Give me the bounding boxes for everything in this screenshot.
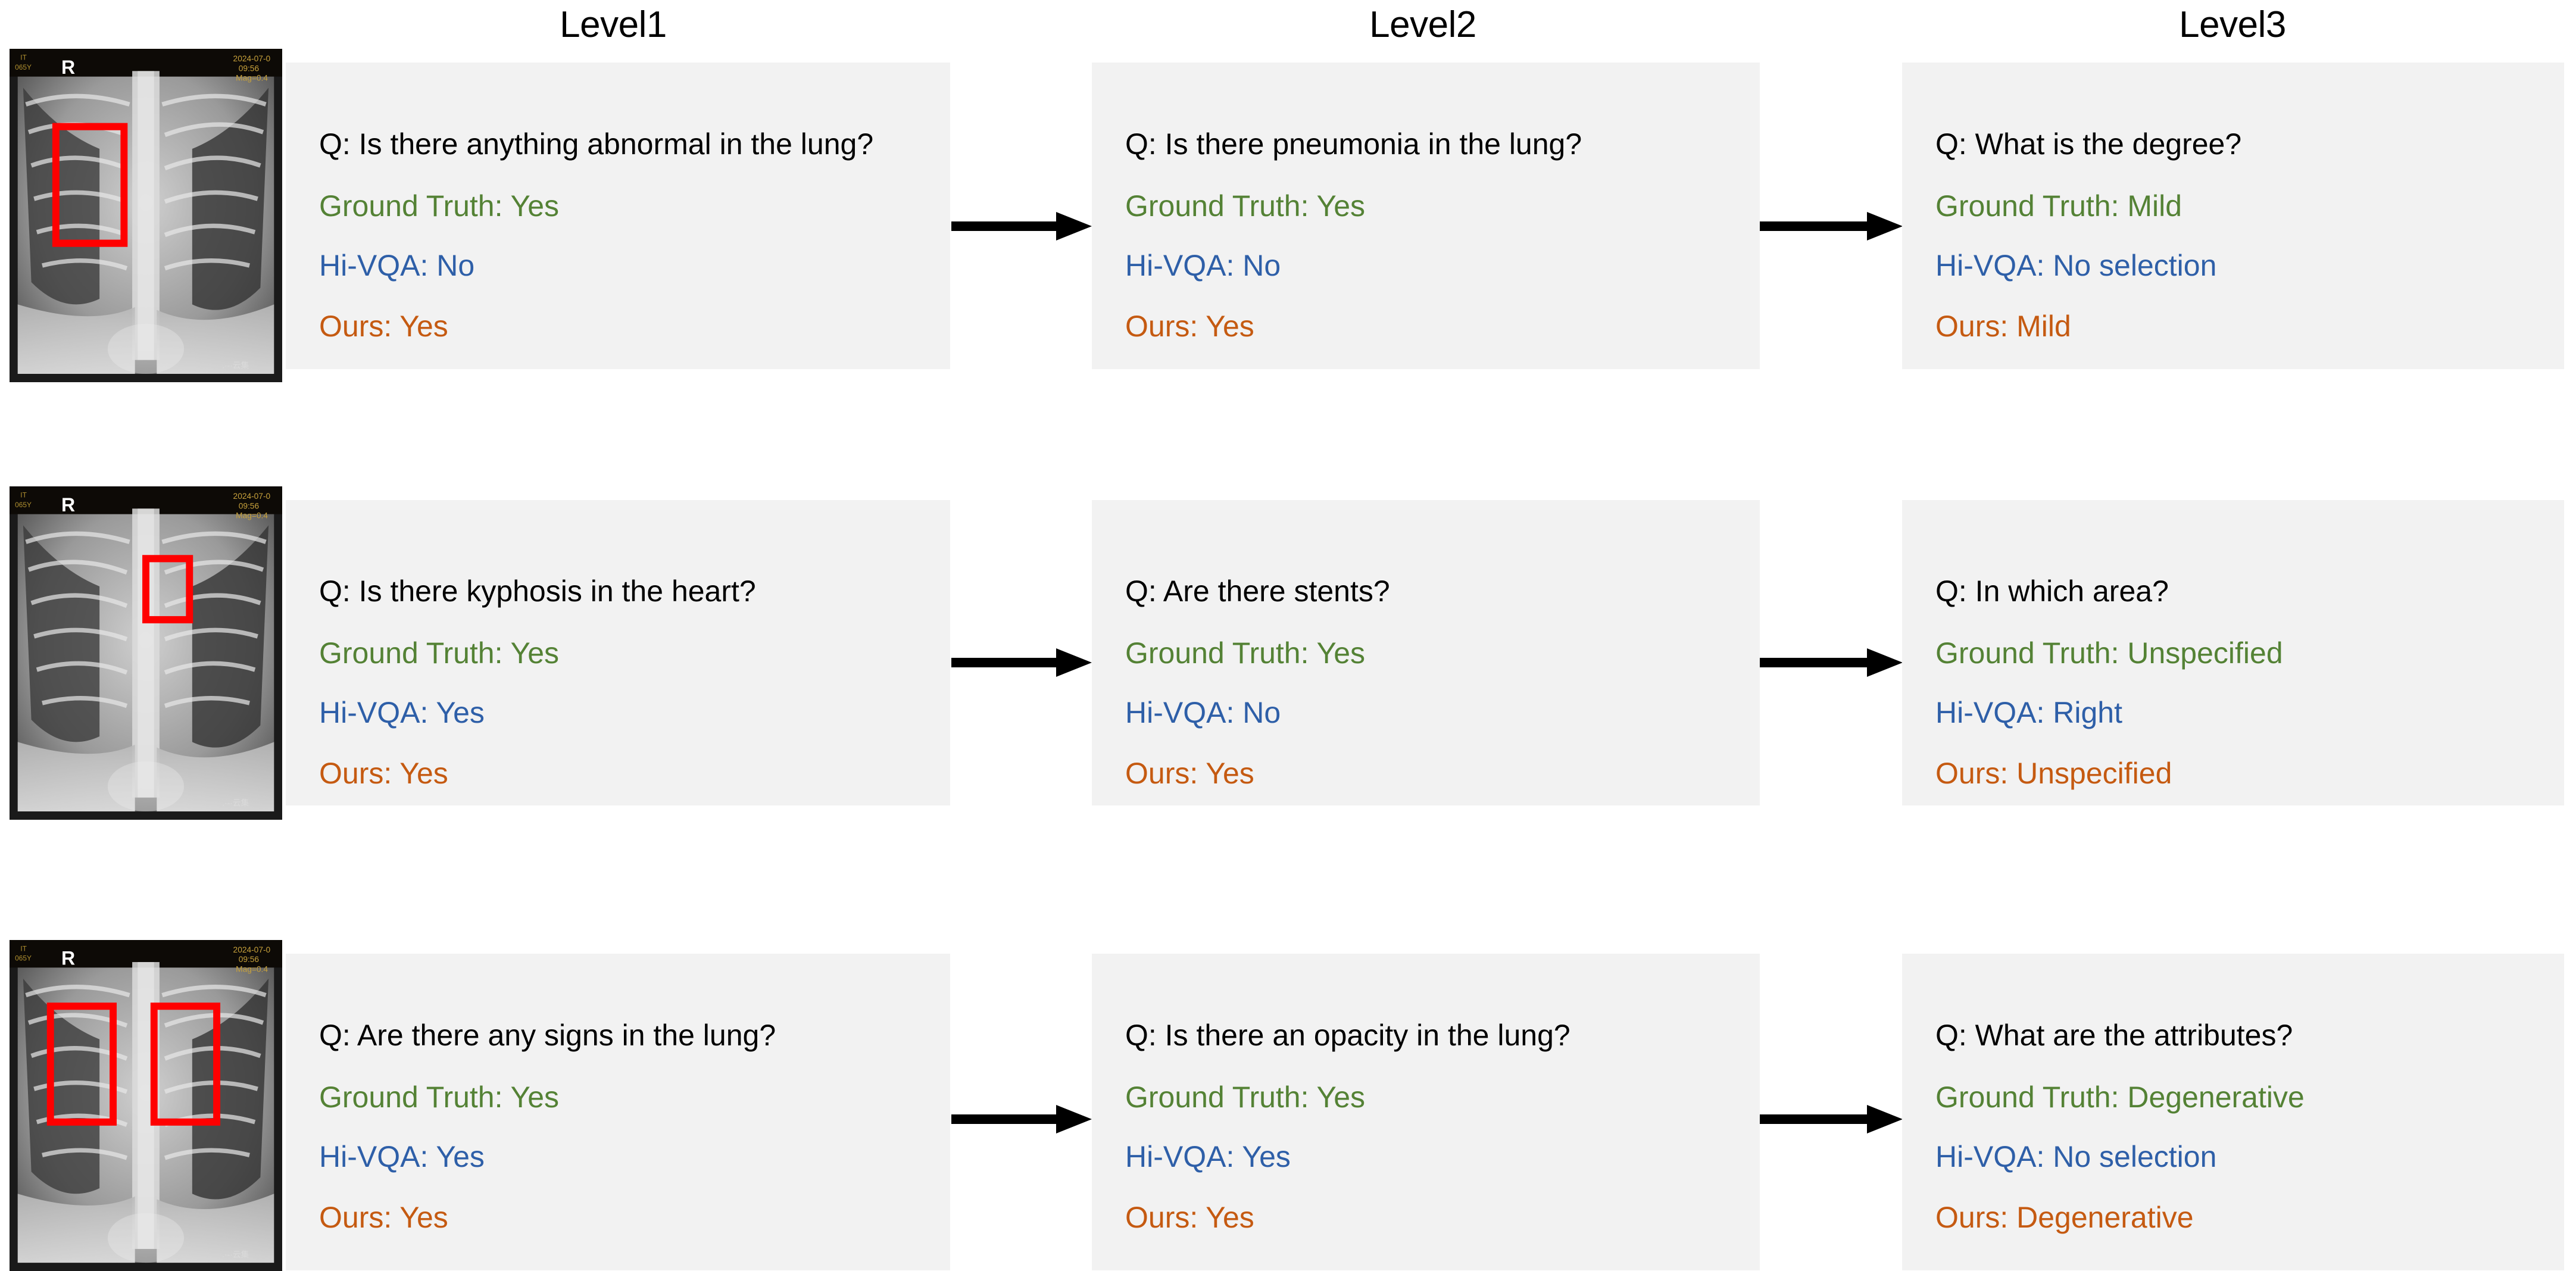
ours-answer-text: Ours: Yes [1125, 310, 1254, 343]
question-text: Q: Are there stents? [1125, 574, 1390, 608]
svg-text:09:56: 09:56 [239, 954, 260, 964]
svg-text:2024-07-0: 2024-07-0 [233, 945, 271, 954]
ours-answer-text: Ours: Unspecified [1935, 757, 2172, 790]
qa-card-level1: Q: Is there kyphosis in the heart? Groun… [286, 500, 950, 805]
question-text: Q: Is there an opacity in the lung? [1125, 1019, 1570, 1052]
ground-truth-text: Ground Truth: Yes [1125, 1080, 1366, 1114]
qa-chain-row: R 2024-07-0 09:56 Mag=0.4 IT 065Y .·-·云集… [0, 49, 2576, 382]
svg-text:09:56: 09:56 [239, 501, 260, 510]
hivqa-answer-text: Hi-VQA: No selection [1935, 249, 2217, 282]
bbox-annotation [52, 123, 128, 247]
hivqa-answer-text: Hi-VQA: Yes [1125, 1140, 1291, 1173]
svg-text:065Y: 065Y [15, 63, 32, 71]
chest-xray-thumbnail: R 2024-07-0 09:56 Mag=0.4 IT 065Y .·-·云集 [10, 49, 282, 382]
ground-truth-text: Ground Truth: Mild [1935, 189, 2182, 223]
bbox-annotation [46, 1003, 221, 1126]
qa-chain-row: R 2024-07-0 09:56 Mag=0.4 IT 065Y .·-·云集… [0, 486, 2576, 820]
chest-xray-thumbnail: R 2024-07-0 09:56 Mag=0.4 IT 065Y .·-·云集 [10, 940, 282, 1271]
qa-card-level3: Q: What are the attributes? Ground Truth… [1902, 954, 2564, 1270]
question-text: Q: What are the attributes? [1935, 1019, 2293, 1052]
hivqa-answer-text: Hi-VQA: Right [1935, 696, 2122, 729]
qa-card-level2: Q: Are there stents? Ground Truth: Yes H… [1092, 500, 1760, 805]
qa-card-level1: Q: Is there anything abnormal in the lun… [286, 63, 950, 369]
svg-text:Mag=0.4: Mag=0.4 [236, 511, 268, 520]
chest-xray-image: R 2024-07-0 09:56 Mag=0.4 IT 065Y .·-·云集 [10, 940, 282, 1271]
chest-xray-image: R 2024-07-0 09:56 Mag=0.4 IT 065Y .·-·云集 [10, 49, 282, 382]
ground-truth-text: Ground Truth: Yes [319, 1080, 560, 1114]
bbox-annotation [142, 555, 193, 624]
flow-arrow-icon [1760, 1101, 1903, 1137]
xray-side-marker-text: R [61, 57, 75, 78]
hivqa-answer-text: Hi-VQA: No selection [1935, 1140, 2217, 1173]
svg-text:Mag=0.4: Mag=0.4 [236, 964, 268, 973]
ours-answer-text: Ours: Yes [319, 310, 448, 343]
flow-arrow-icon [1760, 208, 1903, 244]
qa-card-level2: Q: Is there pneumonia in the lung? Groun… [1092, 63, 1760, 369]
flow-arrow-icon [951, 208, 1092, 244]
ground-truth-text: Ground Truth: Unspecified [1935, 636, 2283, 670]
ground-truth-text: Ground Truth: Yes [1125, 189, 1366, 223]
svg-text:.·-·云集: .·-·云集 [222, 798, 249, 808]
qa-card-level3: Q: What is the degree? Ground Truth: Mil… [1902, 63, 2564, 369]
chest-xray-image: R 2024-07-0 09:56 Mag=0.4 IT 065Y .·-·云集 [10, 486, 282, 820]
question-text: Q: What is the degree? [1935, 127, 2242, 161]
hivqa-answer-text: Hi-VQA: Yes [319, 1140, 485, 1173]
svg-text:IT: IT [20, 54, 27, 62]
svg-text:065Y: 065Y [15, 501, 32, 509]
xray-side-marker-text: R [61, 948, 75, 969]
xray-side-marker-text: R [61, 494, 75, 516]
qa-card-level1: Q: Are there any signs in the lung? Grou… [286, 954, 950, 1270]
svg-text:065Y: 065Y [15, 954, 32, 963]
column-header-level3: Level3 [2179, 4, 2286, 45]
question-text: Q: Is there anything abnormal in the lun… [319, 127, 874, 161]
ground-truth-text: Ground Truth: Yes [319, 636, 560, 670]
hivqa-answer-text: Hi-VQA: No [319, 249, 475, 282]
question-text: Q: Is there kyphosis in the heart? [319, 574, 756, 608]
column-header-level2: Level2 [1369, 4, 1476, 45]
svg-text:2024-07-0: 2024-07-0 [233, 491, 271, 501]
flow-arrow-icon [951, 1101, 1092, 1137]
chest-xray-thumbnail: R 2024-07-0 09:56 Mag=0.4 IT 065Y .·-·云集 [10, 486, 282, 820]
ground-truth-text: Ground Truth: Yes [319, 189, 560, 223]
svg-text:.·-·云集: .·-·云集 [222, 1250, 249, 1259]
question-text: Q: Is there pneumonia in the lung? [1125, 127, 1582, 161]
svg-text:2024-07-0: 2024-07-0 [233, 54, 271, 63]
qa-card-level3: Q: In which area? Ground Truth: Unspecif… [1902, 500, 2564, 805]
ours-answer-text: Ours: Yes [1125, 757, 1254, 790]
svg-text:IT: IT [20, 944, 27, 953]
question-text: Q: Are there any signs in the lung? [319, 1019, 776, 1052]
svg-text:IT: IT [20, 491, 27, 499]
qa-chain-row: R 2024-07-0 09:56 Mag=0.4 IT 065Y .·-·云集… [0, 940, 2576, 1271]
svg-text:Mag=0.4: Mag=0.4 [236, 73, 268, 83]
question-text: Q: In which area? [1935, 574, 2169, 608]
ours-answer-text: Ours: Yes [319, 757, 448, 790]
ours-answer-text: Ours: Degenerative [1935, 1201, 2194, 1234]
column-header-level1: Level1 [560, 4, 667, 45]
ours-answer-text: Ours: Mild [1935, 310, 2071, 343]
hivqa-answer-text: Hi-VQA: Yes [319, 696, 485, 729]
hivqa-answer-text: Hi-VQA: No [1125, 249, 1281, 282]
ground-truth-text: Ground Truth: Yes [1125, 636, 1366, 670]
ground-truth-text: Ground Truth: Degenerative [1935, 1080, 2305, 1114]
svg-text:09:56: 09:56 [239, 63, 260, 73]
ours-answer-text: Ours: Yes [1125, 1201, 1254, 1234]
hivqa-answer-text: Hi-VQA: No [1125, 696, 1281, 729]
flow-arrow-icon [951, 645, 1092, 680]
flow-arrow-icon [1760, 645, 1903, 680]
qa-card-level2: Q: Is there an opacity in the lung? Grou… [1092, 954, 1760, 1270]
svg-text:.·-·云集: .·-·云集 [222, 361, 249, 370]
ours-answer-text: Ours: Yes [319, 1201, 448, 1234]
